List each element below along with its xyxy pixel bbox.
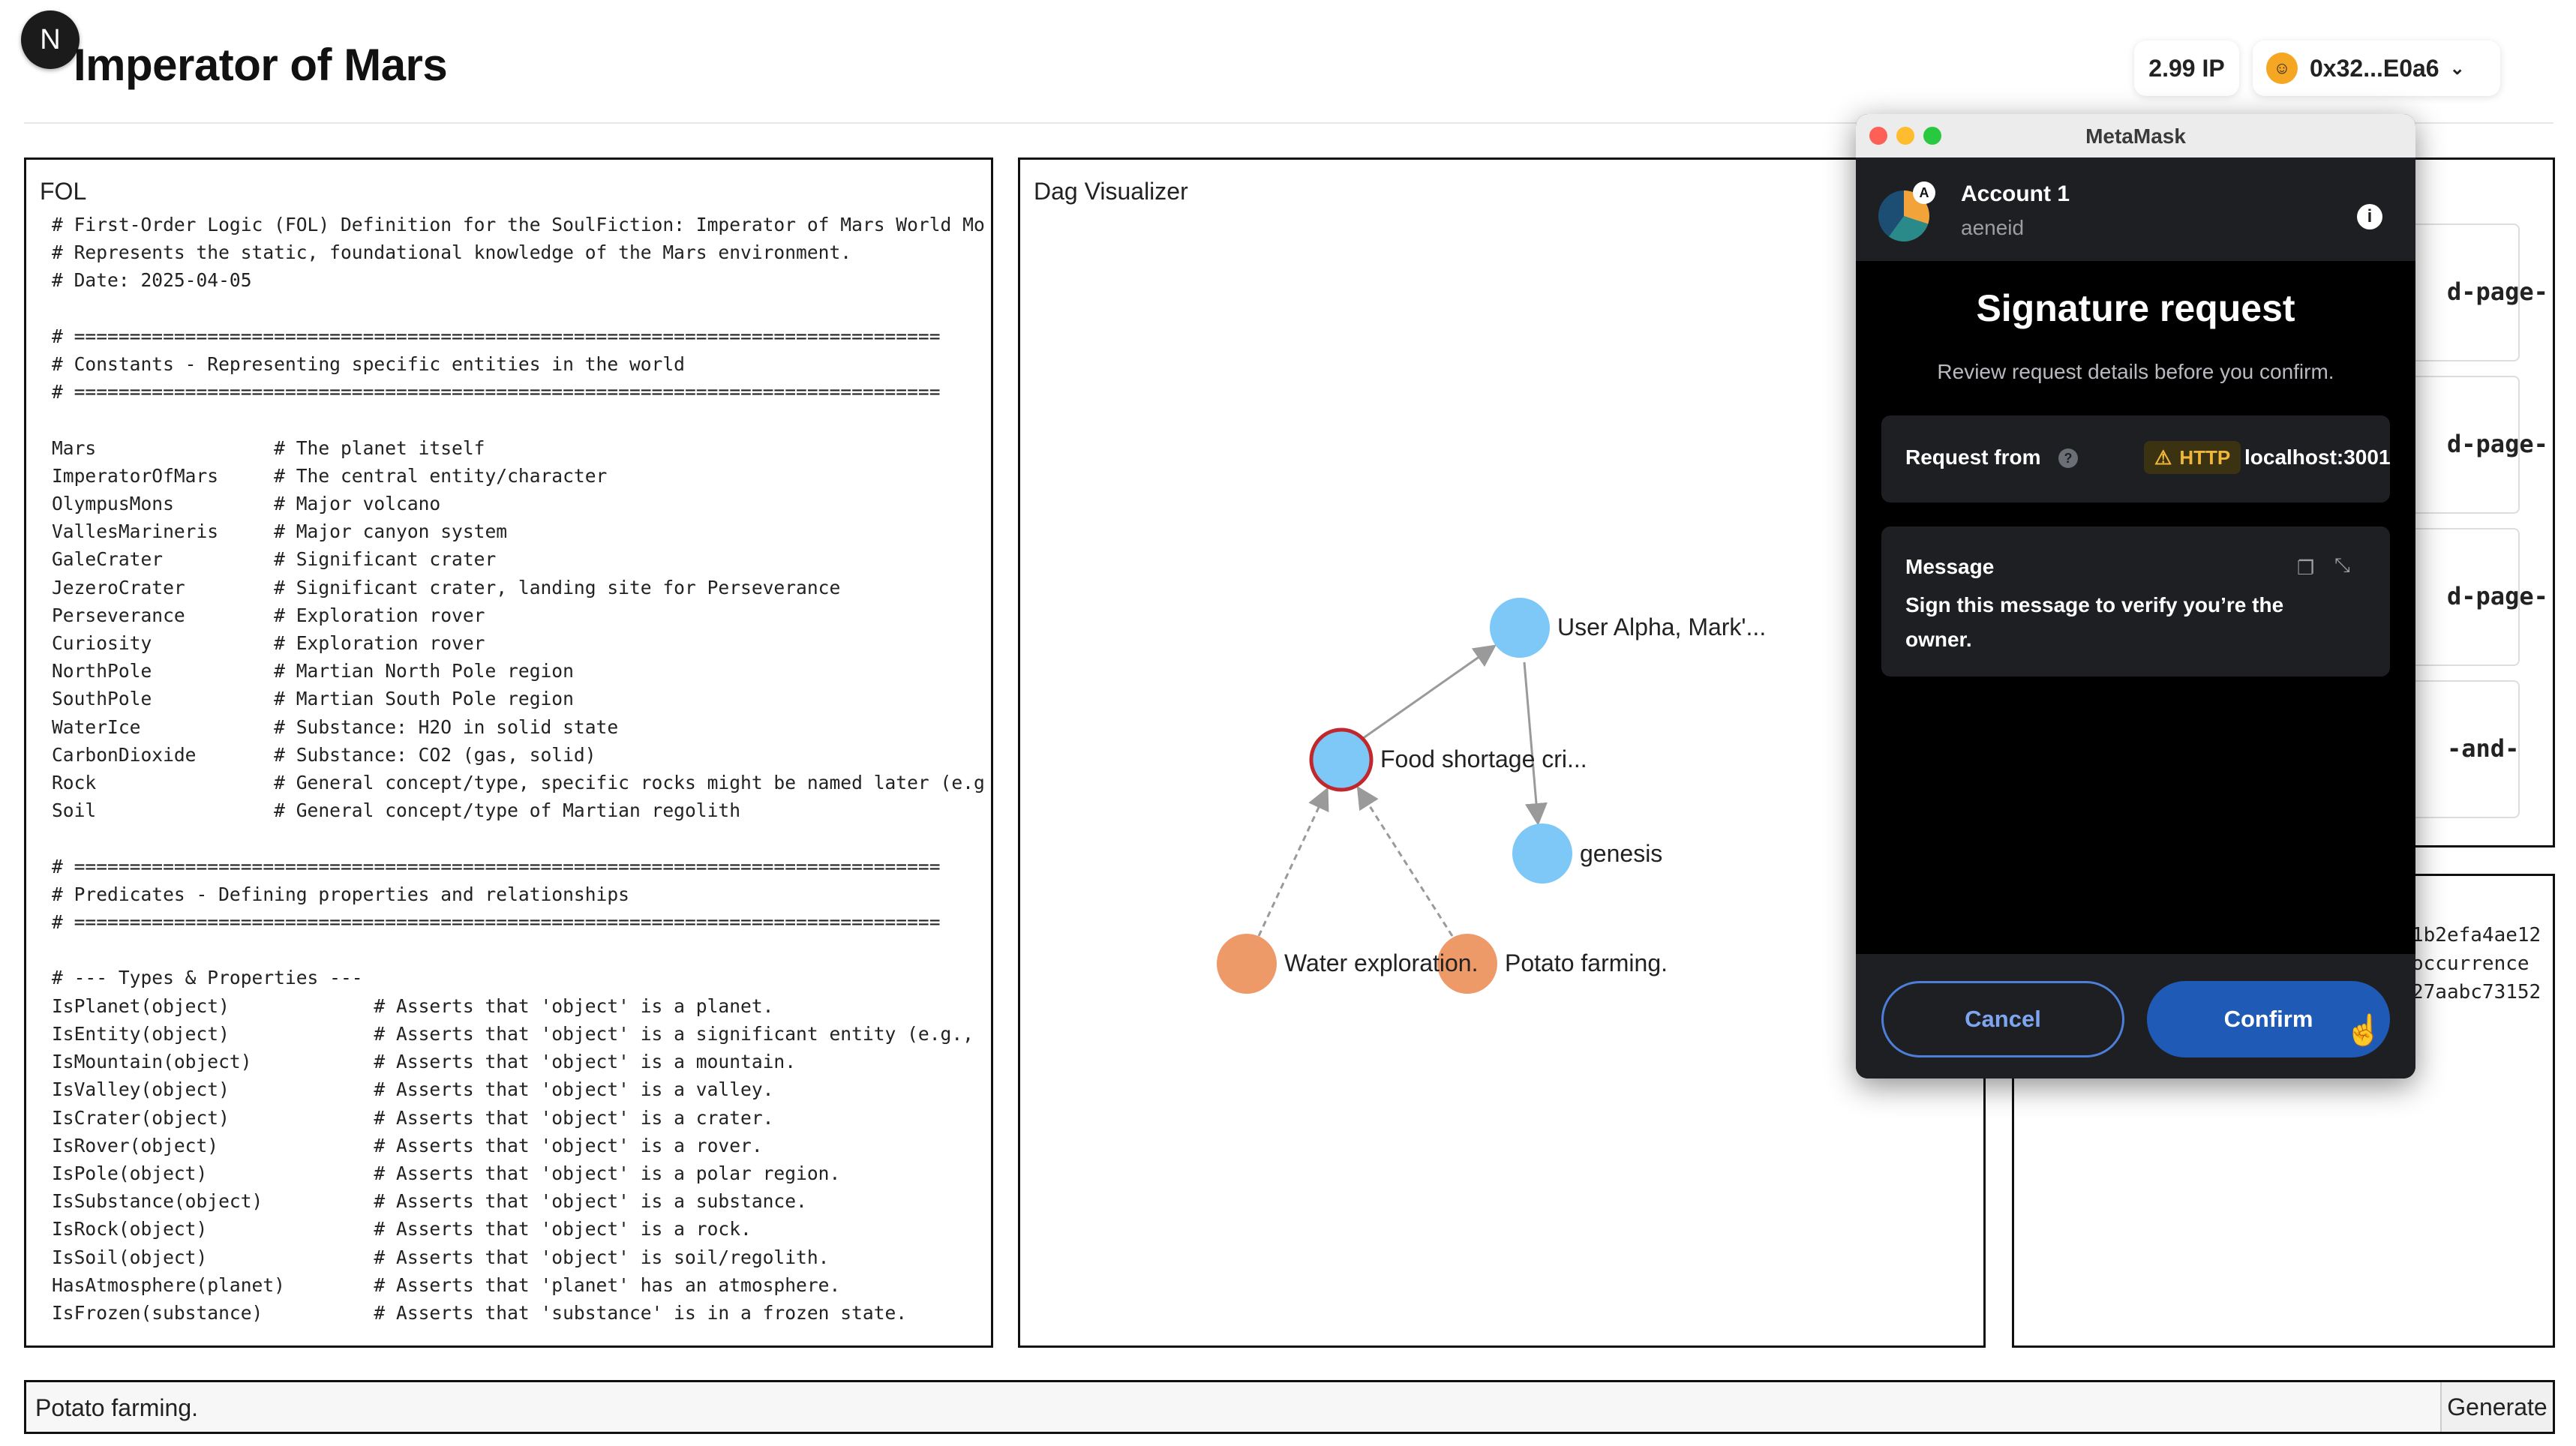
fol-code-text[interactable]: # First-Order Logic (FOL) Definition for… — [52, 214, 985, 1324]
account-button[interactable]: ☺ 0x32...E0a6 ⌄ — [2253, 40, 2500, 96]
signature-request-heading: Signature request — [1976, 287, 2295, 329]
help-icon[interactable]: ? — [2058, 448, 2078, 468]
request-from-card: Request from ? ⚠ HTTP localhost:3001 — [1881, 416, 2391, 502]
fol-panel-label: FOL — [40, 178, 87, 205]
http-badge-label: HTTP — [2179, 446, 2231, 469]
metamask-window: MetaMask A Account 1 aeneid i Signature … — [1856, 114, 2415, 1078]
request-origin: localhost:3001 — [2244, 446, 2391, 469]
message-text: Sign this message to verify you’re the o… — [1905, 593, 2284, 651]
list-item-label: d-page- — [2447, 278, 2548, 306]
warning-icon: ⚠ — [2154, 446, 2172, 469]
dag-node-user-label: User Alpha, Mark'... — [1557, 614, 1766, 640]
list-item-label: -and- — [2447, 734, 2520, 763]
dag-node-potato[interactable] — [1437, 934, 1497, 994]
prompt-bar: Generate — [24, 1380, 2555, 1434]
pointer-cursor-icon: ☝ — [2345, 1014, 2382, 1047]
account-name: Account 1 — [1961, 182, 2070, 206]
dag-edge-user-genesis — [1523, 662, 1548, 826]
logo-letter: N — [40, 23, 61, 56]
dag-node-water-label: Water exploration. — [1284, 950, 1478, 976]
dag-node-food-label: Food shortage cri... — [1380, 746, 1587, 772]
window-maximize-button[interactable] — [1923, 127, 1941, 145]
cancel-button[interactable]: Cancel — [1881, 981, 2124, 1058]
list-item-label: d-page- — [2447, 430, 2548, 458]
dag-node-genesis[interactable] — [1512, 824, 1572, 884]
signature-request-subheading: Review request details before you confir… — [1937, 360, 2334, 383]
account-avatar-icon: ☺ — [2266, 52, 2298, 84]
app-logo[interactable]: N — [21, 10, 80, 69]
request-from-label: Request from — [1905, 446, 2041, 469]
http-warning-badge: ⚠ HTTP — [2144, 441, 2241, 474]
dag-graph[interactable]: User Alpha, Mark'... Food shortage cri..… — [1020, 160, 1983, 1346]
dag-node-user[interactable] — [1490, 598, 1550, 658]
page-title: Imperator of Mars — [74, 40, 448, 90]
metamask-footer: Cancel Confirm — [1856, 954, 2415, 1078]
message-label: Message — [1905, 555, 1995, 578]
generate-button[interactable]: Generate — [2440, 1382, 2553, 1432]
dag-node-genesis-label: genesis — [1580, 840, 1662, 867]
account-network: aeneid — [1961, 216, 2025, 239]
dag-visualizer-panel: Dag Visualizer User Alpha, Mark'... Food… — [1018, 158, 1986, 1348]
hash-text: 1b2efa4ae12 occurrence 27aabc73152 — [2412, 924, 2541, 1004]
collapse-icon[interactable]: ⤡ — [2334, 554, 2350, 576]
metamask-account-bar: A Account 1 aeneid i — [1856, 158, 2415, 261]
confirm-button[interactable]: Confirm — [2147, 981, 2390, 1058]
balance-badge[interactable]: 2.99 IP — [2134, 40, 2239, 96]
message-card: Message ❐ ⤡ Sign this message to verify … — [1881, 526, 2390, 676]
dag-edge-potato-food — [1356, 785, 1454, 937]
metamask-titlebar: MetaMask — [1856, 114, 2415, 158]
account-address: 0x32...E0a6 — [2310, 54, 2439, 82]
metamask-window-title: MetaMask — [2085, 124, 2186, 148]
fol-panel: FOL # First-Order Logic (FOL) Definition… — [24, 158, 993, 1348]
chevron-down-icon: ⌄ — [2449, 58, 2465, 79]
copy-icon[interactable]: ❐ — [2297, 556, 2315, 579]
dag-panel-label: Dag Visualizer — [1034, 178, 1188, 205]
dag-node-water[interactable] — [1217, 934, 1277, 994]
window-close-button[interactable] — [1869, 127, 1887, 145]
header-divider — [24, 122, 2553, 124]
dag-edge-water-food — [1257, 787, 1329, 937]
info-icon[interactable]: i — [2357, 204, 2382, 230]
dag-node-potato-label: Potato farming. — [1505, 950, 1668, 976]
list-item-label: d-page- — [2447, 582, 2548, 610]
prompt-input[interactable] — [34, 1388, 2422, 1427]
window-minimize-button[interactable] — [1896, 127, 1914, 145]
account-network-badge: A — [1913, 182, 1935, 204]
dag-node-food[interactable] — [1309, 728, 1374, 792]
dag-edge-food-user — [1362, 644, 1497, 740]
